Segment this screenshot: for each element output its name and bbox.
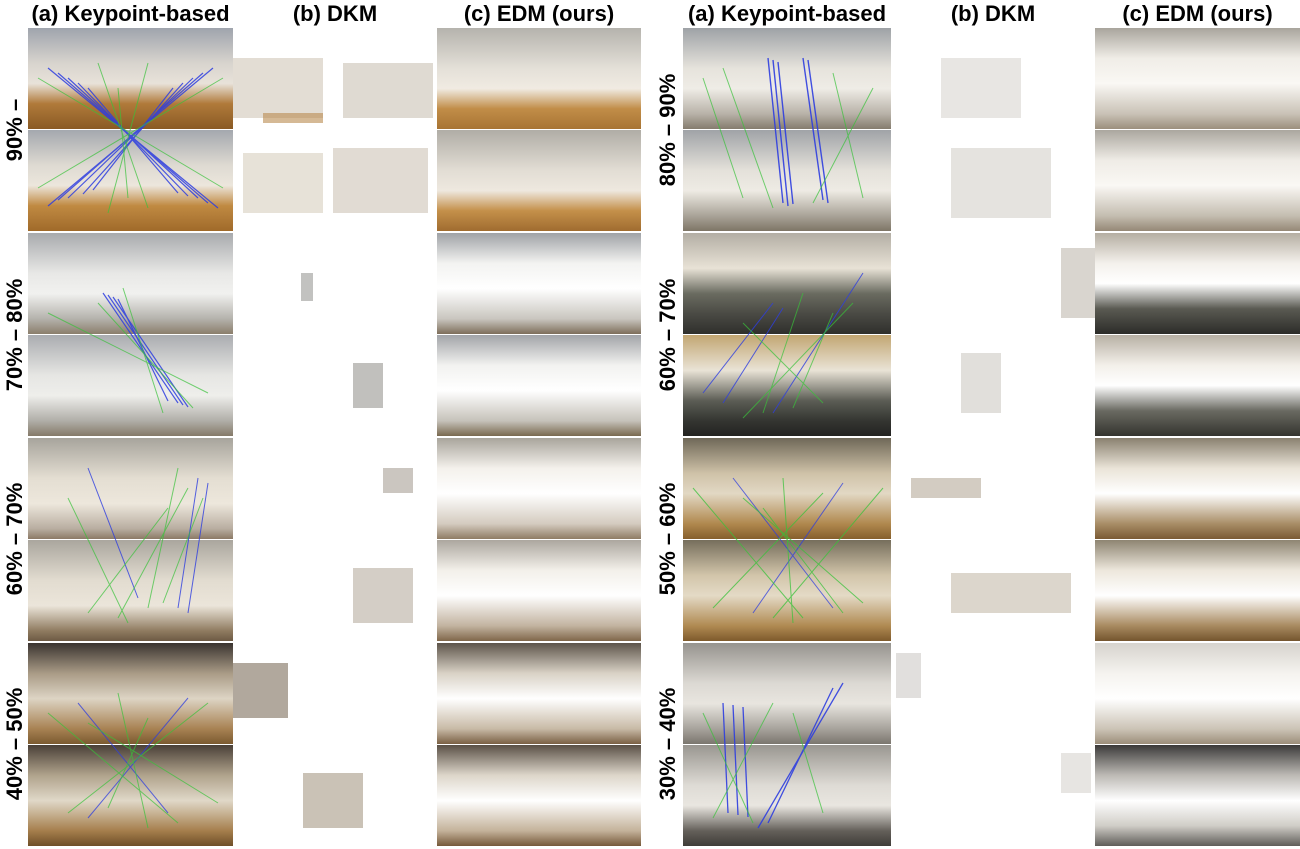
match-lines — [67, 467, 209, 624]
panorama-image — [1095, 643, 1300, 745]
dkm-warp-image — [961, 248, 1095, 413]
panorama-image — [1095, 233, 1300, 335]
dkm-warp-image — [301, 273, 383, 408]
row-label-right-2: 60% – 70% — [655, 278, 680, 392]
header-keypoint-right: (a) Keypoint-based — [687, 1, 887, 26]
keypoint-panel — [28, 28, 233, 231]
dkm-warp-image — [896, 653, 1091, 793]
panorama-image — [28, 130, 233, 231]
header-edm-left: (c) EDM (ours) — [463, 1, 615, 26]
dkm-warp-image — [233, 58, 433, 213]
dkm-panel — [891, 643, 1095, 846]
panorama-image — [437, 130, 641, 231]
panorama-image — [1095, 130, 1300, 231]
dkm-panel — [891, 438, 1095, 641]
dkm-panel — [891, 28, 1095, 231]
panorama-image — [1095, 540, 1300, 641]
panorama-image — [683, 335, 891, 436]
panorama-image — [683, 438, 891, 540]
edm-panel — [1095, 233, 1300, 436]
edm-panel — [437, 643, 641, 846]
dkm-warp-image — [941, 58, 1051, 218]
header-keypoint-left: (a) Keypoint-based — [31, 1, 230, 26]
match-lines — [47, 287, 209, 414]
dkm-warp-image — [233, 663, 363, 828]
keypoint-panel — [28, 438, 233, 641]
dkm-warp-image — [353, 468, 413, 623]
row-label-right-3: 50% – 60% — [655, 482, 680, 596]
edm-panel — [437, 28, 641, 231]
panorama-image — [1095, 438, 1300, 540]
panorama-image — [28, 643, 233, 745]
dkm-panel — [233, 233, 437, 436]
panorama-image — [1095, 335, 1300, 436]
panorama-image — [437, 745, 641, 846]
keypoint-panel — [683, 438, 891, 641]
match-lines — [702, 57, 874, 209]
edm-panel — [1095, 438, 1300, 641]
edm-panel — [1095, 643, 1300, 846]
panorama-image — [437, 643, 641, 745]
dkm-warp-image — [911, 478, 1071, 613]
panorama-image — [683, 745, 891, 846]
match-lines — [692, 477, 884, 624]
edm-panel — [437, 233, 641, 436]
header-dkm-right: (b) DKM — [950, 1, 1036, 26]
panorama-image — [683, 643, 891, 745]
panorama-image — [437, 335, 641, 436]
row-label-right-4: 30% – 40% — [655, 687, 680, 801]
match-lines — [702, 682, 844, 829]
row-label-right-1: 80% – 90% — [655, 73, 680, 187]
panorama-image — [1095, 28, 1300, 130]
dkm-panel — [233, 28, 437, 231]
dkm-panel — [233, 438, 437, 641]
edm-panel — [437, 438, 641, 641]
edm-panel — [1095, 28, 1300, 231]
header-dkm-left: (b) DKM — [292, 1, 378, 26]
keypoint-panel — [28, 643, 233, 846]
panorama-image — [28, 233, 233, 335]
header-edm-right: (c) EDM (ours) — [1122, 1, 1273, 26]
panorama-image — [683, 540, 891, 641]
panorama-image — [28, 438, 233, 540]
panorama-image — [28, 745, 233, 846]
match-lines — [47, 692, 219, 829]
panorama-image — [437, 438, 641, 540]
panorama-image — [437, 28, 641, 130]
dkm-panel — [233, 643, 437, 846]
keypoint-panel — [683, 28, 891, 231]
panorama-image — [437, 233, 641, 335]
panorama-image — [28, 335, 233, 436]
dkm-panel — [891, 233, 1095, 436]
panorama-image — [683, 28, 891, 130]
keypoint-panel — [28, 233, 233, 436]
panorama-image — [437, 540, 641, 641]
match-lines — [702, 272, 864, 419]
match-lines — [37, 62, 224, 214]
panorama-image — [1095, 745, 1300, 846]
keypoint-panel — [683, 233, 891, 436]
keypoint-panel — [683, 643, 891, 846]
